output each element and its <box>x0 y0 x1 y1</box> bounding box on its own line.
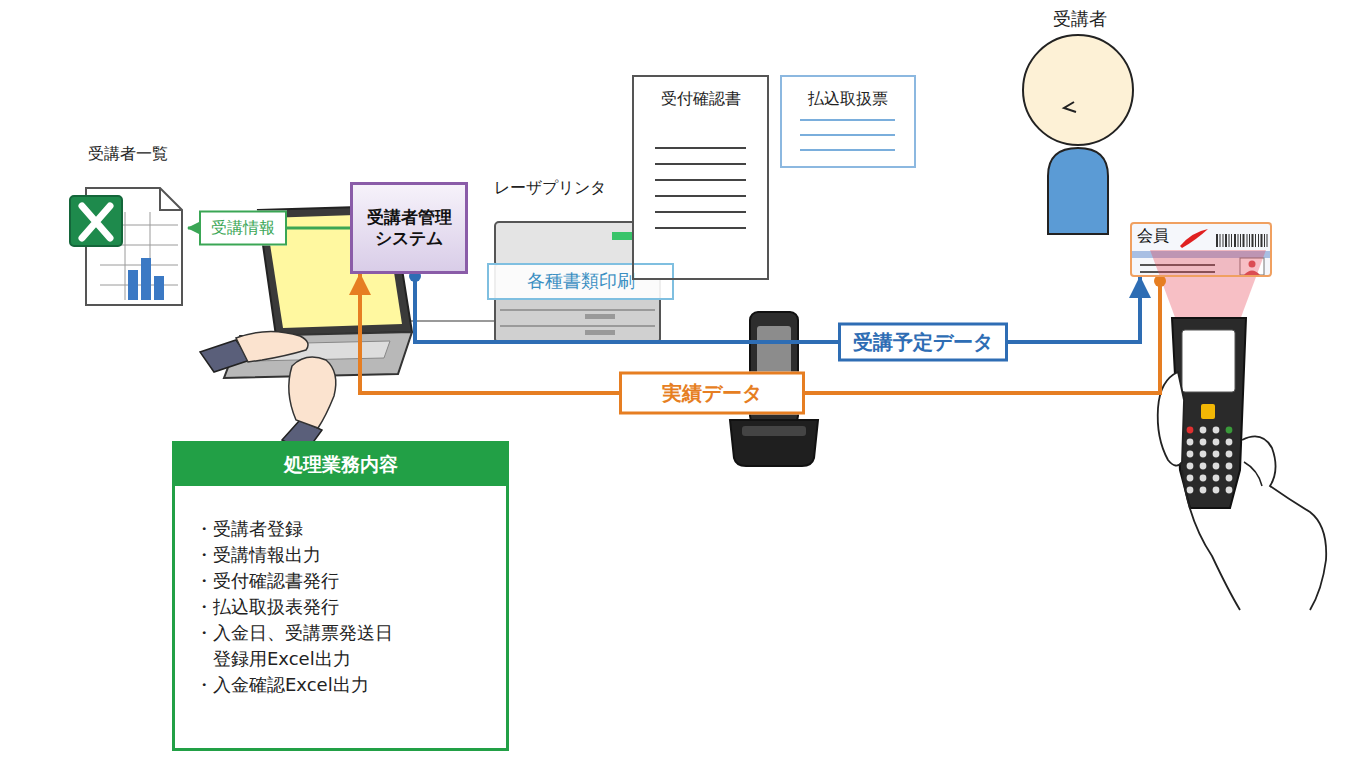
document-lines <box>655 148 746 228</box>
node-title: レーザプリンタ <box>488 178 672 198</box>
edge-label: 受講情報 <box>199 211 287 246</box>
hand <box>1242 436 1326 610</box>
excel-badge <box>70 196 122 246</box>
node-title: 受講者管理 システム <box>355 207 463 250</box>
keypad <box>1187 427 1233 494</box>
slip-sheet <box>780 75 916 168</box>
card-logo <box>1180 229 1208 248</box>
document: 受付確認書 <box>632 75 769 280</box>
fold <box>160 188 182 210</box>
bar <box>154 276 164 300</box>
list-item: ・入金日、受講票発送日 登録用Excel出力 <box>195 620 427 672</box>
member-card: 会員 <box>1130 222 1272 277</box>
printer-panel <box>612 232 634 240</box>
barcode <box>1216 234 1268 247</box>
hand <box>1182 470 1240 610</box>
list-item: ・受付確認書発行 <box>195 568 427 594</box>
slip-lines <box>800 120 895 150</box>
person-body <box>1048 148 1108 234</box>
node-title: 各種書類印刷 <box>527 270 635 293</box>
hand <box>236 331 308 362</box>
system-box: 受講者管理 システム <box>350 182 468 274</box>
excel-icon <box>70 188 182 305</box>
cradle-base <box>730 420 818 466</box>
hand <box>289 357 336 428</box>
printer: レーザプリンタ各種書類印刷 <box>488 178 672 344</box>
node-title: 受講者 <box>1053 8 1107 31</box>
node-title: 払込取扱票 <box>808 89 888 109</box>
file-icon: 受講者一覧 <box>68 144 188 308</box>
node-title: 会員 <box>1137 226 1169 246</box>
handheld-terminal <box>1158 318 1326 610</box>
node-title: 受講者一覧 <box>68 144 188 164</box>
scan-beam <box>1150 250 1266 320</box>
payment-slip: 払込取扱票 <box>780 75 916 168</box>
excel-mark <box>82 206 110 238</box>
list-item: ・受講情報出力 <box>195 542 427 568</box>
print-box: 各種書類印刷 <box>487 263 674 300</box>
person <box>1023 35 1133 234</box>
terminal-screen <box>757 326 791 378</box>
handheld-screen <box>1182 330 1235 392</box>
edge-label: 受講予定データ <box>838 323 1008 362</box>
document-sheet <box>632 75 769 280</box>
edge-label: 実績データ <box>619 372 805 415</box>
person: 受講者 <box>1030 8 1130 234</box>
person-nose <box>1064 102 1076 112</box>
list-item: ・払込取扱表発行 <box>195 594 427 620</box>
bar <box>128 270 138 300</box>
list-item: ・受講者登録 <box>195 516 427 542</box>
node-title: 処理業務内容 <box>175 444 506 486</box>
person-head <box>1023 35 1133 145</box>
task-panel: 処理業務内容・受講者登録・受講情報出力・受付確認書発行・払込取扱表発行・入金日、… <box>172 441 509 751</box>
bar <box>141 258 151 300</box>
scan-key <box>1201 404 1215 419</box>
cable <box>405 320 497 322</box>
node-title: 受付確認書 <box>661 89 741 109</box>
list-item: ・入金確認Excel出力 <box>195 672 427 698</box>
